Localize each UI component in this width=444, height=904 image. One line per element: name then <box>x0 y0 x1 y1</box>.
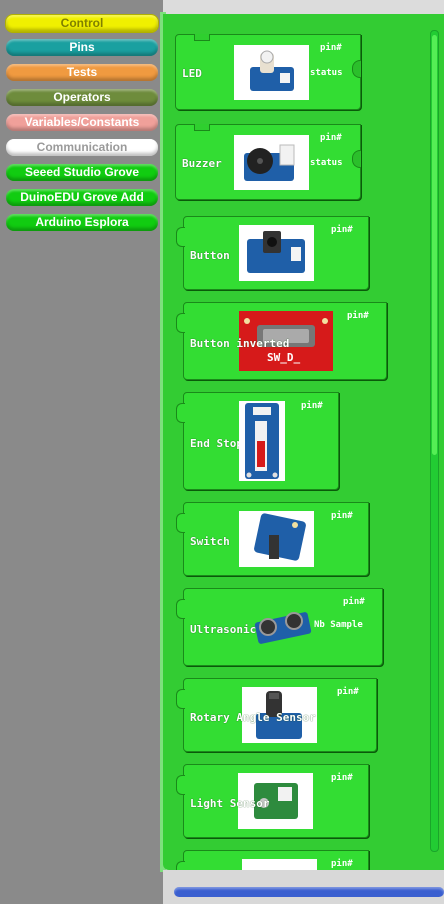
category-tests[interactable]: Tests <box>6 64 158 81</box>
end-stop-module-image <box>239 401 285 481</box>
pin-label: pin# <box>320 43 342 53</box>
module-image <box>242 859 317 870</box>
pin-label: pin# <box>331 859 353 869</box>
pin-label: pin# <box>301 401 323 411</box>
block-label: Ultrasonic <box>190 623 257 636</box>
block-label: Buzzer <box>182 157 222 170</box>
block-led[interactable]: LED pin# status <box>175 34 361 110</box>
block-button[interactable]: Button pin# <box>176 216 369 290</box>
category-duinoedu-grove-add[interactable]: DuinoEDU Grove Add <box>6 189 158 206</box>
block-buzzer[interactable]: Buzzer pin# status <box>175 124 361 200</box>
block-label: End Stop <box>190 437 243 450</box>
category-communication[interactable]: Communication <box>6 139 158 156</box>
inverted-button-module-image: SW_D_ <box>239 311 333 371</box>
pin-label: pin# <box>331 225 353 235</box>
nb-sample-label: Nb Sample <box>314 620 363 630</box>
rotary-sensor-image <box>242 687 317 743</box>
ultrasonic-module-image <box>252 603 314 649</box>
block-switch[interactable]: Switch pin# <box>176 502 369 576</box>
block-label: Rotary Angle Sensor <box>190 711 316 724</box>
status-label: status <box>310 158 343 168</box>
category-variables-constants[interactable]: Variables/Constants <box>6 114 158 131</box>
pin-label: pin# <box>331 773 353 783</box>
button-module-image <box>239 225 314 281</box>
pin-label: pin# <box>331 511 353 521</box>
block-button-inverted[interactable]: SW_D_ Button inverted pin# <box>176 302 387 380</box>
category-arduino-esplora[interactable]: Arduino Esplora <box>6 214 158 231</box>
block-flyout[interactable]: LED pin# status Buzzer pin <box>163 14 444 870</box>
pin-label: pin# <box>347 311 369 321</box>
vertical-scrollbar[interactable] <box>430 30 439 852</box>
block-label: Switch <box>190 535 230 548</box>
board-silkscreen: SW_D_ <box>267 351 301 364</box>
pin-label: pin# <box>337 687 359 697</box>
block-rotary-angle-sensor[interactable]: Rotary Angle Sensor pin# <box>176 678 377 752</box>
block-end-stop[interactable]: End Stop pin# <box>176 392 339 490</box>
block-light-sensor[interactable]: Light Sensor pin# <box>176 764 369 838</box>
switch-module-image <box>239 511 314 567</box>
vertical-scrollbar-thumb[interactable] <box>432 35 437 455</box>
block-ultrasonic[interactable]: Ultrasonic pin# Nb Sample <box>176 588 383 666</box>
block-label: Button inverted <box>190 337 290 350</box>
horizontal-scrollbar[interactable] <box>174 887 444 897</box>
block-partial[interactable]: pin# <box>176 850 369 870</box>
status-label: status <box>310 68 343 78</box>
category-control[interactable]: Control <box>5 14 159 33</box>
pin-label: pin# <box>320 133 342 143</box>
category-seeed-studio-grove[interactable]: Seeed Studio Grove <box>6 164 158 181</box>
block-label: Light Sensor <box>190 797 270 810</box>
category-sidebar: Control Pins Tests Operators Variables/C… <box>0 0 163 904</box>
block-label: Button <box>190 249 230 262</box>
light-sensor-image <box>238 773 313 829</box>
buzzer-module-image <box>234 135 309 190</box>
category-operators[interactable]: Operators <box>6 89 158 106</box>
pin-label: pin# <box>343 597 365 607</box>
category-pins[interactable]: Pins <box>6 39 158 56</box>
block-label: LED <box>182 67 202 80</box>
led-module-image <box>234 45 309 100</box>
